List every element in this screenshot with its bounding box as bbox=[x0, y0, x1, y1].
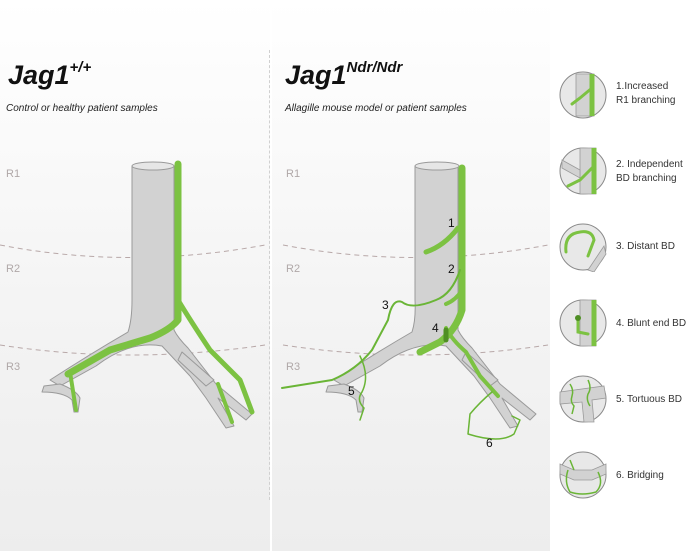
region-label-r3-right: R3 bbox=[286, 361, 301, 373]
allagille-vessel-tree bbox=[325, 165, 537, 429]
allagille-title: Jag1Ndr/Ndr bbox=[285, 59, 403, 90]
anomaly-number-1: 1 bbox=[448, 216, 455, 230]
legend-icon-tortuous-bd bbox=[558, 374, 608, 424]
legend-icon-independent-branching bbox=[558, 146, 608, 196]
legend-label-5: 5. Tortuous BD bbox=[616, 394, 682, 405]
allagille-bile-ducts bbox=[281, 164, 521, 440]
anomaly-number-5: 5 bbox=[348, 384, 355, 398]
anomaly-number-4: 4 bbox=[432, 321, 439, 335]
control-subtitle: Control or healthy patient samples bbox=[6, 103, 158, 114]
legend-label-3: 3. Distant BD bbox=[616, 241, 675, 252]
region-label-r1-right: R1 bbox=[286, 168, 301, 180]
anomaly-number-3: 3 bbox=[382, 298, 389, 312]
region-label-r2-left: R2 bbox=[6, 263, 21, 275]
region-label-r3-left: R3 bbox=[6, 361, 21, 373]
control-title: Jag1+/+ bbox=[8, 59, 92, 90]
region-label-r2-right: R2 bbox=[286, 263, 301, 275]
anomaly-number-6: 6 bbox=[486, 436, 493, 450]
allagille-panel bbox=[272, 0, 550, 551]
legend-icon-distant-bd bbox=[558, 222, 608, 273]
panel-divider bbox=[269, 50, 270, 500]
legend-label-4: 4. Blunt end BD bbox=[616, 318, 687, 329]
vessel-opening-right bbox=[414, 161, 460, 171]
control-bile-duct bbox=[64, 160, 255, 424]
allagille-subtitle: Allagille mouse model or patient samples bbox=[285, 103, 467, 114]
region-label-r1-left: R1 bbox=[6, 168, 21, 180]
legend-icon-blunt-end-bd bbox=[558, 298, 608, 348]
vessel-opening-left bbox=[131, 161, 175, 171]
anomaly-number-2: 2 bbox=[448, 262, 455, 276]
legend-icon-increased-branching bbox=[558, 70, 608, 120]
legend-icon-bridging bbox=[558, 450, 608, 500]
legend-label-6: 6. Bridging bbox=[616, 470, 664, 481]
